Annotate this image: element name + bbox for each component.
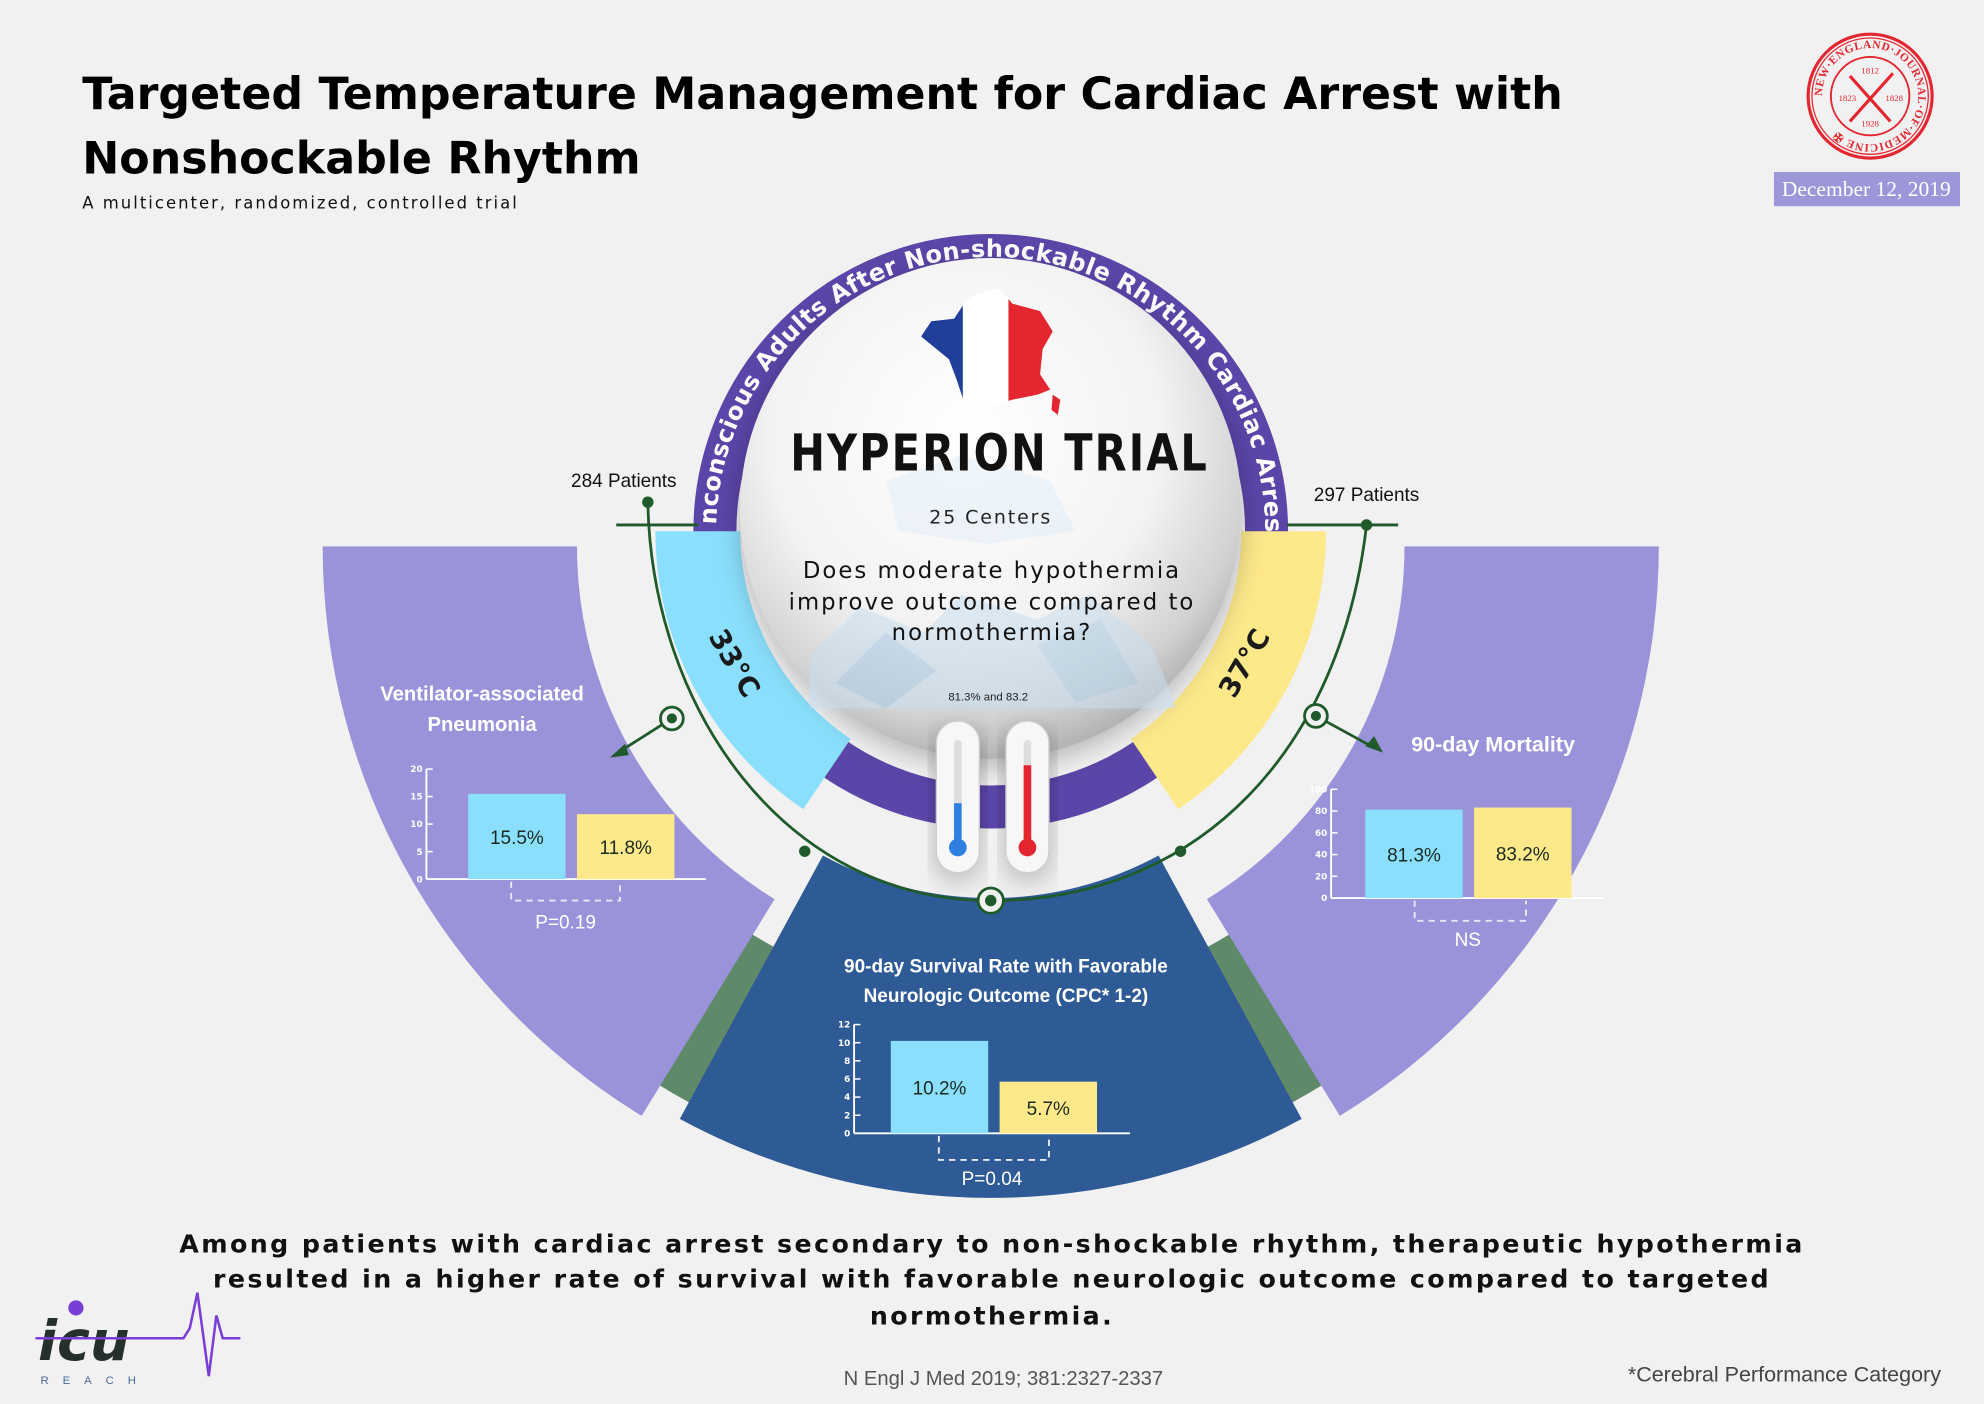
question-line-1: Does moderate hypothermia bbox=[803, 558, 1181, 584]
section-divider-right bbox=[1197, 928, 1336, 1110]
cold-thermometer-icon bbox=[935, 720, 980, 874]
svg-text:1812: 1812 bbox=[1861, 65, 1879, 75]
bar-value-label: 15.5% bbox=[490, 828, 544, 849]
bar-value-label: 11.8% bbox=[599, 838, 652, 859]
icu-reach-logo: icu REACH bbox=[35, 1292, 241, 1387]
section-divider-left bbox=[646, 928, 784, 1110]
y-tick-label: 6 bbox=[844, 1075, 850, 1085]
vap-chart: 0 5 10 15 20 15.5% 11.8% P=0.19 bbox=[410, 765, 707, 933]
bar-hypothermia bbox=[1365, 809, 1463, 899]
significance-bracket bbox=[510, 881, 621, 902]
bar-value-label: 81.3% bbox=[1387, 845, 1441, 866]
y-tick-label: 0 bbox=[844, 1130, 850, 1140]
y-tick-label: 4 bbox=[844, 1093, 850, 1103]
y-tick-label: 2 bbox=[844, 1111, 850, 1121]
publication-date: December 12, 2019 bbox=[1782, 177, 1951, 201]
y-tick-label: 10 bbox=[410, 820, 422, 830]
y-tick-label: 0 bbox=[416, 875, 422, 885]
p-value-label: P=0.19 bbox=[535, 912, 596, 933]
survival-title-1: 90-day Survival Rate with Favorable bbox=[844, 957, 1168, 978]
bar-value-label: 5.7% bbox=[1027, 1099, 1070, 1120]
conclusion-line-1: Among patients with cardiac arrest secon… bbox=[179, 1229, 1805, 1258]
y-tick-label: 100 bbox=[1309, 785, 1327, 795]
mortality-chart: 0 20 40 60 80 100 81.3% 83.2% NS bbox=[1309, 785, 1605, 951]
y-tick-label: 40 bbox=[1315, 851, 1327, 861]
page-subtitle: A multicenter, randomized, controlled tr… bbox=[82, 194, 519, 213]
arrow-right-icon bbox=[1365, 736, 1383, 753]
logo-sub: REACH bbox=[40, 1375, 149, 1387]
date-badge bbox=[1773, 172, 1960, 207]
conclusion-line-2: resulted in a higher rate of survival wi… bbox=[213, 1265, 1771, 1294]
svg-text:1823: 1823 bbox=[1839, 93, 1857, 103]
vap-title-2: Pneumonia bbox=[428, 714, 538, 736]
bar-normothermia bbox=[1474, 807, 1572, 899]
conclusion-line-3: normothermia. bbox=[870, 1301, 1114, 1330]
trial-name: HYPERION TRIAL bbox=[790, 424, 1209, 483]
p-value-label: NS bbox=[1455, 930, 1481, 951]
vap-title-1: Ventilator-associated bbox=[380, 684, 584, 706]
hypothermia-band bbox=[655, 531, 851, 810]
significance-bracket bbox=[1413, 900, 1527, 922]
p-value-label: P=0.04 bbox=[962, 1169, 1023, 1190]
question-line-2: improve outcome compared to bbox=[789, 590, 1196, 616]
survival-chart: 0 2 4 6 8 10 12 10.2% 5.7% P=0.04 bbox=[838, 1021, 1130, 1190]
bar-value-label: 83.2% bbox=[1496, 844, 1550, 865]
bar-hypothermia bbox=[468, 793, 566, 880]
citation: N Engl J Med 2019; 381:2327-2337 bbox=[844, 1368, 1164, 1390]
bar-hypothermia bbox=[890, 1040, 989, 1134]
small-note: 81.3% and 83.2 bbox=[948, 692, 1028, 704]
y-tick-label: 20 bbox=[410, 765, 422, 775]
connector-nodes bbox=[609, 496, 1383, 915]
y-tick-label: 15 bbox=[410, 793, 422, 803]
centers-count: 25 Centers bbox=[929, 507, 1052, 529]
bar-normothermia bbox=[576, 814, 675, 880]
question-line-3: normothermia? bbox=[892, 620, 1093, 646]
arrow-left-icon bbox=[609, 743, 629, 758]
significance-bracket bbox=[937, 1135, 1050, 1161]
footnote: *Cerebral Performance Category bbox=[1628, 1362, 1941, 1386]
y-tick-label: 0 bbox=[1321, 894, 1327, 904]
bar-value-label: 10.2% bbox=[913, 1079, 967, 1100]
y-tick-label: 8 bbox=[844, 1057, 850, 1067]
ice-texture bbox=[809, 455, 1177, 709]
svg-text:1828: 1828 bbox=[1885, 93, 1903, 103]
y-tick-label: 12 bbox=[838, 1021, 850, 1031]
y-tick-label: 5 bbox=[416, 848, 422, 858]
survival-section bbox=[679, 855, 1302, 1198]
y-tick-label: 10 bbox=[838, 1039, 850, 1049]
y-tick-label: 80 bbox=[1315, 807, 1327, 817]
bar-normothermia bbox=[999, 1081, 1098, 1134]
mortality-title: 90-day Mortality bbox=[1411, 732, 1575, 756]
svg-text:1928: 1928 bbox=[1861, 118, 1879, 128]
y-tick-label: 60 bbox=[1315, 829, 1327, 839]
page-title-line-2: Nonshockable Rhythm bbox=[82, 133, 640, 184]
normothermia-band bbox=[1130, 531, 1327, 810]
survival-title-2: Neurologic Outcome (CPC* 1-2) bbox=[864, 986, 1149, 1007]
hot-thermometer-icon bbox=[1005, 720, 1050, 874]
normothermia-patients: 297 Patients bbox=[1314, 485, 1419, 506]
logo-main: icu bbox=[38, 1309, 130, 1374]
hypothermia-patients: 284 Patients bbox=[571, 471, 676, 492]
page-title-line-1: Targeted Temperature Management for Card… bbox=[82, 69, 1563, 120]
y-tick-label: 20 bbox=[1315, 872, 1327, 882]
